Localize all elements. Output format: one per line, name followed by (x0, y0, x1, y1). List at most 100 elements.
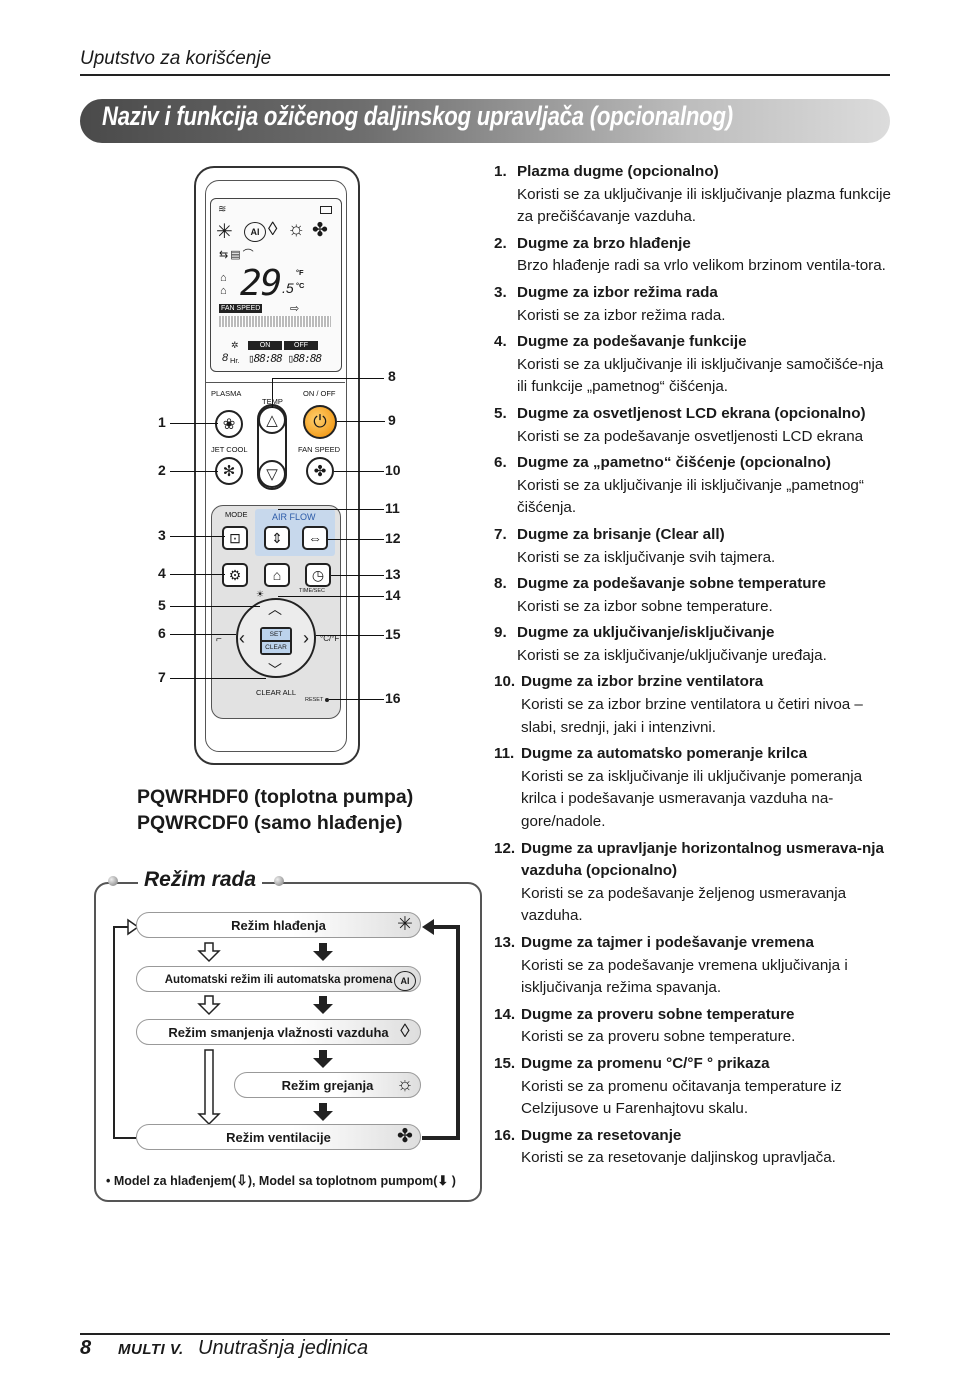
right-button[interactable]: › (303, 628, 309, 648)
footer-text: Unutrašnja jedinica (198, 1337, 369, 1359)
plasma-label: PLASMA (211, 389, 242, 398)
solid-arrow-2 (313, 996, 333, 1014)
timer-button[interactable]: ◷ (305, 563, 331, 587)
lcd-timer-8: 8 (222, 352, 229, 364)
set-label: SET (262, 629, 290, 640)
callout-line-9 (337, 421, 385, 422)
reset-label: RESET (305, 697, 324, 703)
lcd-unit-f: °F (296, 268, 304, 277)
lcd-on-label: ON (248, 341, 282, 350)
callout-6: 6 (158, 625, 166, 641)
jet-cool-label: JET COOL (211, 445, 248, 454)
power-button[interactable]: ⏻ (303, 405, 337, 439)
open-arrow-legend-icon: ⇩ (236, 1172, 248, 1188)
heatpump-loop-arrowhead (422, 919, 434, 935)
cooling-loop-arrowhead (127, 918, 140, 936)
mode-cooling: Režim hlađenja (136, 912, 421, 938)
mode-heading: Režim rada (138, 868, 263, 892)
callout-line-16 (329, 699, 384, 700)
solid-arrow-legend-icon: ⬇ (437, 1173, 449, 1188)
callout-7: 7 (158, 669, 166, 685)
lcd-temperature-decimal: .5 (282, 280, 294, 296)
callout-15: 15 (385, 626, 401, 642)
down-button[interactable]: ﹀ (268, 662, 282, 678)
snowflake-icon: ✳ (216, 221, 233, 243)
air-flow-label: AIR FLOW (272, 512, 316, 522)
callout-9: 9 (388, 412, 396, 428)
on-off-label: ON / OFF (303, 389, 336, 398)
callout-line-13 (331, 575, 384, 576)
list-item: 5.Dugme za osvetljenost LCD ekrana (opci… (494, 404, 866, 445)
title-bar (80, 99, 890, 143)
droplet-icon: ◊ (400, 1021, 410, 1042)
fan-speed-button[interactable]: ✤ (306, 457, 334, 485)
lcd-display (210, 198, 342, 372)
function-button[interactable]: ⚙ (222, 563, 248, 587)
cf-icon: °C/°F (320, 634, 340, 643)
solid-arrow-4 (313, 1103, 333, 1121)
left-button[interactable]: ‹ (239, 628, 245, 648)
callout-13: 13 (385, 566, 401, 582)
star-icon: ✲ (231, 340, 239, 350)
callout-4: 4 (158, 565, 166, 581)
callout-1: 1 (158, 414, 166, 430)
footnote-part-a: • Model za hlađenjem( (106, 1174, 237, 1188)
callout-line-15 (316, 635, 384, 636)
lcd-fan-speed-label: FAN SPEED (219, 304, 263, 313)
callout-5: 5 (158, 597, 166, 613)
auto-swing-button[interactable]: ⇕ (264, 526, 290, 550)
callout-14: 14 (385, 587, 401, 603)
list-item: 6.Dugme za „pametno“ čišćenje (opcionaln… (494, 454, 864, 517)
auto-ai-icon: AI (390, 966, 420, 992)
mode-heating: Režim grejanja (234, 1072, 421, 1098)
sun-icon: ☼ (287, 218, 306, 240)
plasma-button[interactable]: ❀ (215, 410, 243, 438)
jet-cool-button[interactable]: ✻ (215, 457, 243, 485)
mode-button[interactable]: ⊡ (222, 526, 248, 550)
solid-arrow-1 (313, 943, 333, 961)
callout-line-8 (272, 378, 384, 379)
room-temp-icon: ⌂⌂ (220, 272, 227, 297)
list-item: 8.Dugme za podešavanje sobne temperature… (494, 575, 826, 615)
horizontal-airflow-button[interactable]: ⇔ (302, 526, 328, 550)
list-item: 13.Dugme za tajmer i podešavanje vremena… (494, 934, 848, 997)
room-temp-button[interactable]: ⌂ (264, 563, 290, 587)
swing-icons: ⇆▤⌒ (219, 249, 256, 261)
open-arrow-long (197, 1049, 221, 1126)
fan-speed-label: FAN SPEED (298, 445, 341, 454)
callout-3: 3 (158, 527, 166, 543)
wifi-icon: ≋ (218, 204, 227, 215)
mode-flow-arrows (113, 918, 460, 1140)
list-item: 7.Dugme za brisanje (Clear all)Koristi s… (494, 525, 776, 566)
callout-line-8-vertical (272, 378, 273, 408)
callout-line-3 (170, 536, 225, 537)
header-rule (80, 74, 890, 76)
callout-10: 10 (385, 462, 401, 478)
callout-line-7 (170, 678, 266, 679)
reset-button[interactable] (325, 698, 329, 702)
callout-12: 12 (385, 530, 401, 546)
up-button[interactable]: ︿ (268, 601, 282, 617)
list-item: 1.Plazma dugme (opcionalno)Koristi se za… (494, 163, 891, 226)
lcd-timer-digits: ▯88:88 ▯88:88 (248, 352, 322, 365)
callout-line-5 (170, 606, 260, 607)
mode-label: MODE (225, 510, 248, 519)
solid-arrow-3 (313, 1050, 333, 1068)
model-heat-pump: PQWRHDF0 (toplotna pumpa) (137, 786, 414, 808)
time-sec-label: TIME/SEC (299, 588, 325, 594)
lcd-hr-label: Hr. (230, 356, 240, 365)
footnote-part-c: ) (448, 1174, 456, 1188)
running-header: Uputstvo za korišćenje (80, 48, 272, 69)
bullet-dot-right (274, 876, 284, 886)
temp-up-button[interactable]: △ (258, 406, 286, 434)
temp-down-button[interactable]: ▽ (258, 460, 286, 488)
snowflake-icon: ✳ (397, 914, 413, 935)
auto-ai-icon: AI (244, 222, 266, 242)
